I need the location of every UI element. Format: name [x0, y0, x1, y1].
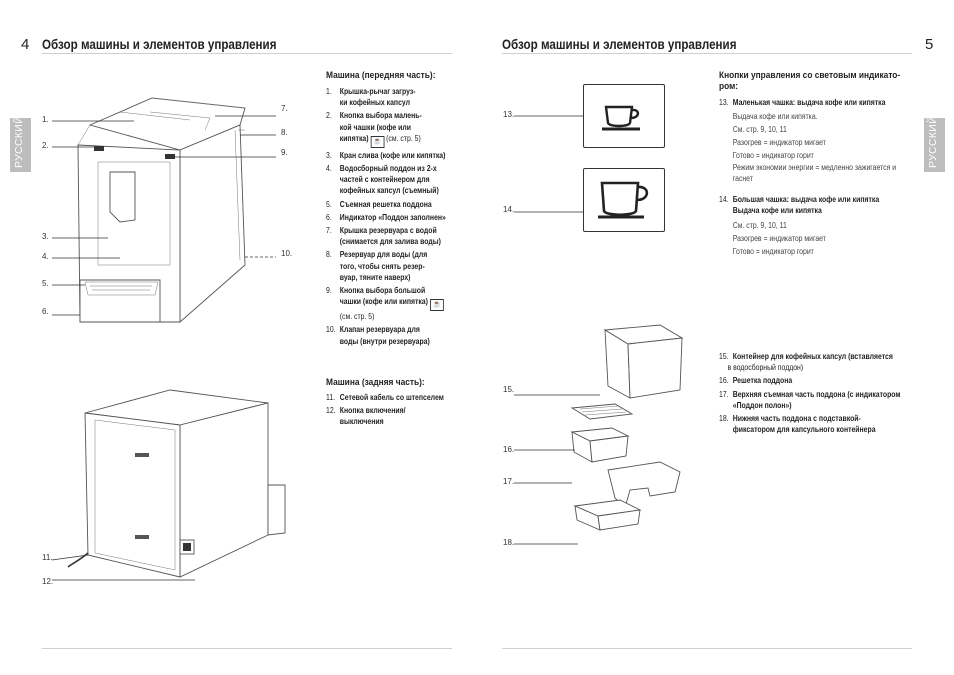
- callout-15: 15.: [503, 385, 515, 394]
- list-item: 15.Контейнер для кофейных капсул (вставл…: [719, 352, 893, 361]
- list-item: 12.Кнопка включения/ выключения: [326, 406, 406, 427]
- machine-front-illustration: [52, 97, 276, 323]
- large-cup-button: [583, 168, 665, 232]
- small-cup-details: Выдача кофе или кипятка. См. стр. 9, 10,…: [732, 112, 897, 184]
- back-heading: Машина (задняя часть):: [326, 377, 425, 388]
- list-item: 1.Крышка-рычаг загруз- ки кофейных капсу…: [326, 87, 416, 108]
- list-item: 17.Верхняя съемная часть поддона (с инди…: [719, 389, 901, 410]
- language-tab-label: РУССКИЙ: [927, 116, 939, 168]
- front-heading: Машина (передняя часть):: [326, 70, 436, 81]
- callout-9: 9.: [281, 148, 288, 157]
- list-item: 16.Решетка поддона: [719, 376, 793, 386]
- header-rule-left: [42, 53, 452, 54]
- list-item: 13.Маленькая чашка: выдача кофе или кипя…: [719, 98, 886, 107]
- list-item: 10.Клапан резервуара для воды (внутри ре…: [326, 325, 430, 346]
- machine-back-illustration: [51, 389, 286, 581]
- small-cup-icon: [602, 105, 640, 131]
- list-item: 2.Кнопка выбора малень- кой чашки (кофе …: [326, 110, 455, 148]
- list-item: 6.Индикатор «Поддон заполнен»: [326, 212, 446, 222]
- button-items-list: 13.Маленькая чашка: выдача кофе или кипя…: [719, 97, 913, 258]
- back-items-list: 11.Сетевой кабель со штепселем 12.Кнопка…: [326, 392, 455, 428]
- page-title-left: Обзор машины и элементов управления: [42, 37, 277, 52]
- language-tab-right: РУССКИЙ: [924, 116, 945, 172]
- language-tab-left: РУССКИЙ: [10, 116, 31, 172]
- large-cup-icon: [598, 181, 649, 219]
- large-cup-icon: ☕: [429, 299, 444, 312]
- callout-8: 8.: [281, 128, 288, 137]
- callout-12: 12.: [42, 577, 54, 586]
- tray-items-list: 15.Контейнер для кофейных капсул (вставл…: [719, 351, 913, 435]
- callout-17: 17.: [503, 477, 515, 486]
- small-cup-button: [583, 84, 665, 148]
- page-number-right: 5: [925, 36, 934, 53]
- callout-5: 5.: [42, 279, 49, 288]
- list-item: 5.Съемная решетка поддона: [326, 199, 432, 209]
- drip-tray-exploded-illustration: [514, 324, 684, 545]
- front-items-list: 1.Крышка-рычаг загруз- ки кофейных капсу…: [326, 86, 455, 347]
- footer-rule-right: [502, 648, 912, 649]
- callout-4: 4.: [42, 252, 49, 261]
- footer-rule-left: [42, 648, 452, 649]
- page-number-left: 4: [21, 36, 30, 53]
- callout-2: 2.: [42, 141, 49, 150]
- callout-16: 16.: [503, 445, 515, 454]
- header-rule-right: [502, 53, 912, 54]
- list-item: 9.Кнопка выбора большой чашки (кофе или …: [326, 285, 455, 322]
- callout-1: 1.: [42, 115, 49, 124]
- large-cup-details: См. стр. 9, 10, 11 Разогрев = индикатор …: [732, 220, 826, 256]
- callout-3: 3.: [42, 232, 49, 241]
- callout-7: 7.: [281, 104, 288, 113]
- button-callout-lines: [514, 115, 584, 213]
- language-tab-label: РУССКИЙ: [13, 116, 25, 168]
- list-item: 14.Большая чашка: выдача кофе или кипятк…: [719, 195, 880, 216]
- callout-13: 13.: [503, 110, 515, 119]
- list-item: 4.Водосборный поддон из 2-х частей с кон…: [326, 164, 439, 196]
- callout-18: 18.: [503, 538, 515, 547]
- buttons-heading: Кнопки управления со световым индикато- …: [719, 70, 901, 92]
- list-item: 11.Сетевой кабель со штепселем: [326, 393, 444, 402]
- list-item: 3.Кран слива (кофе или кипятка): [326, 150, 446, 160]
- callout-11: 11.: [42, 553, 53, 562]
- callout-6: 6.: [42, 307, 49, 316]
- page-title-right: Обзор машины и элементов управления: [502, 37, 737, 52]
- list-item: 18.Нижняя часть поддона с подставкой- фи…: [719, 414, 876, 435]
- list-item-sub: в водосборный поддон): [727, 363, 804, 373]
- list-item: 8.Резервуар для воды (для того, чтобы сн…: [326, 250, 428, 282]
- callout-14: 14.: [503, 205, 515, 214]
- list-item: 7.Крышка резервуара с водой (снимается д…: [326, 226, 441, 247]
- callout-10: 10.: [281, 249, 293, 258]
- small-cup-icon: ☕: [370, 135, 385, 148]
